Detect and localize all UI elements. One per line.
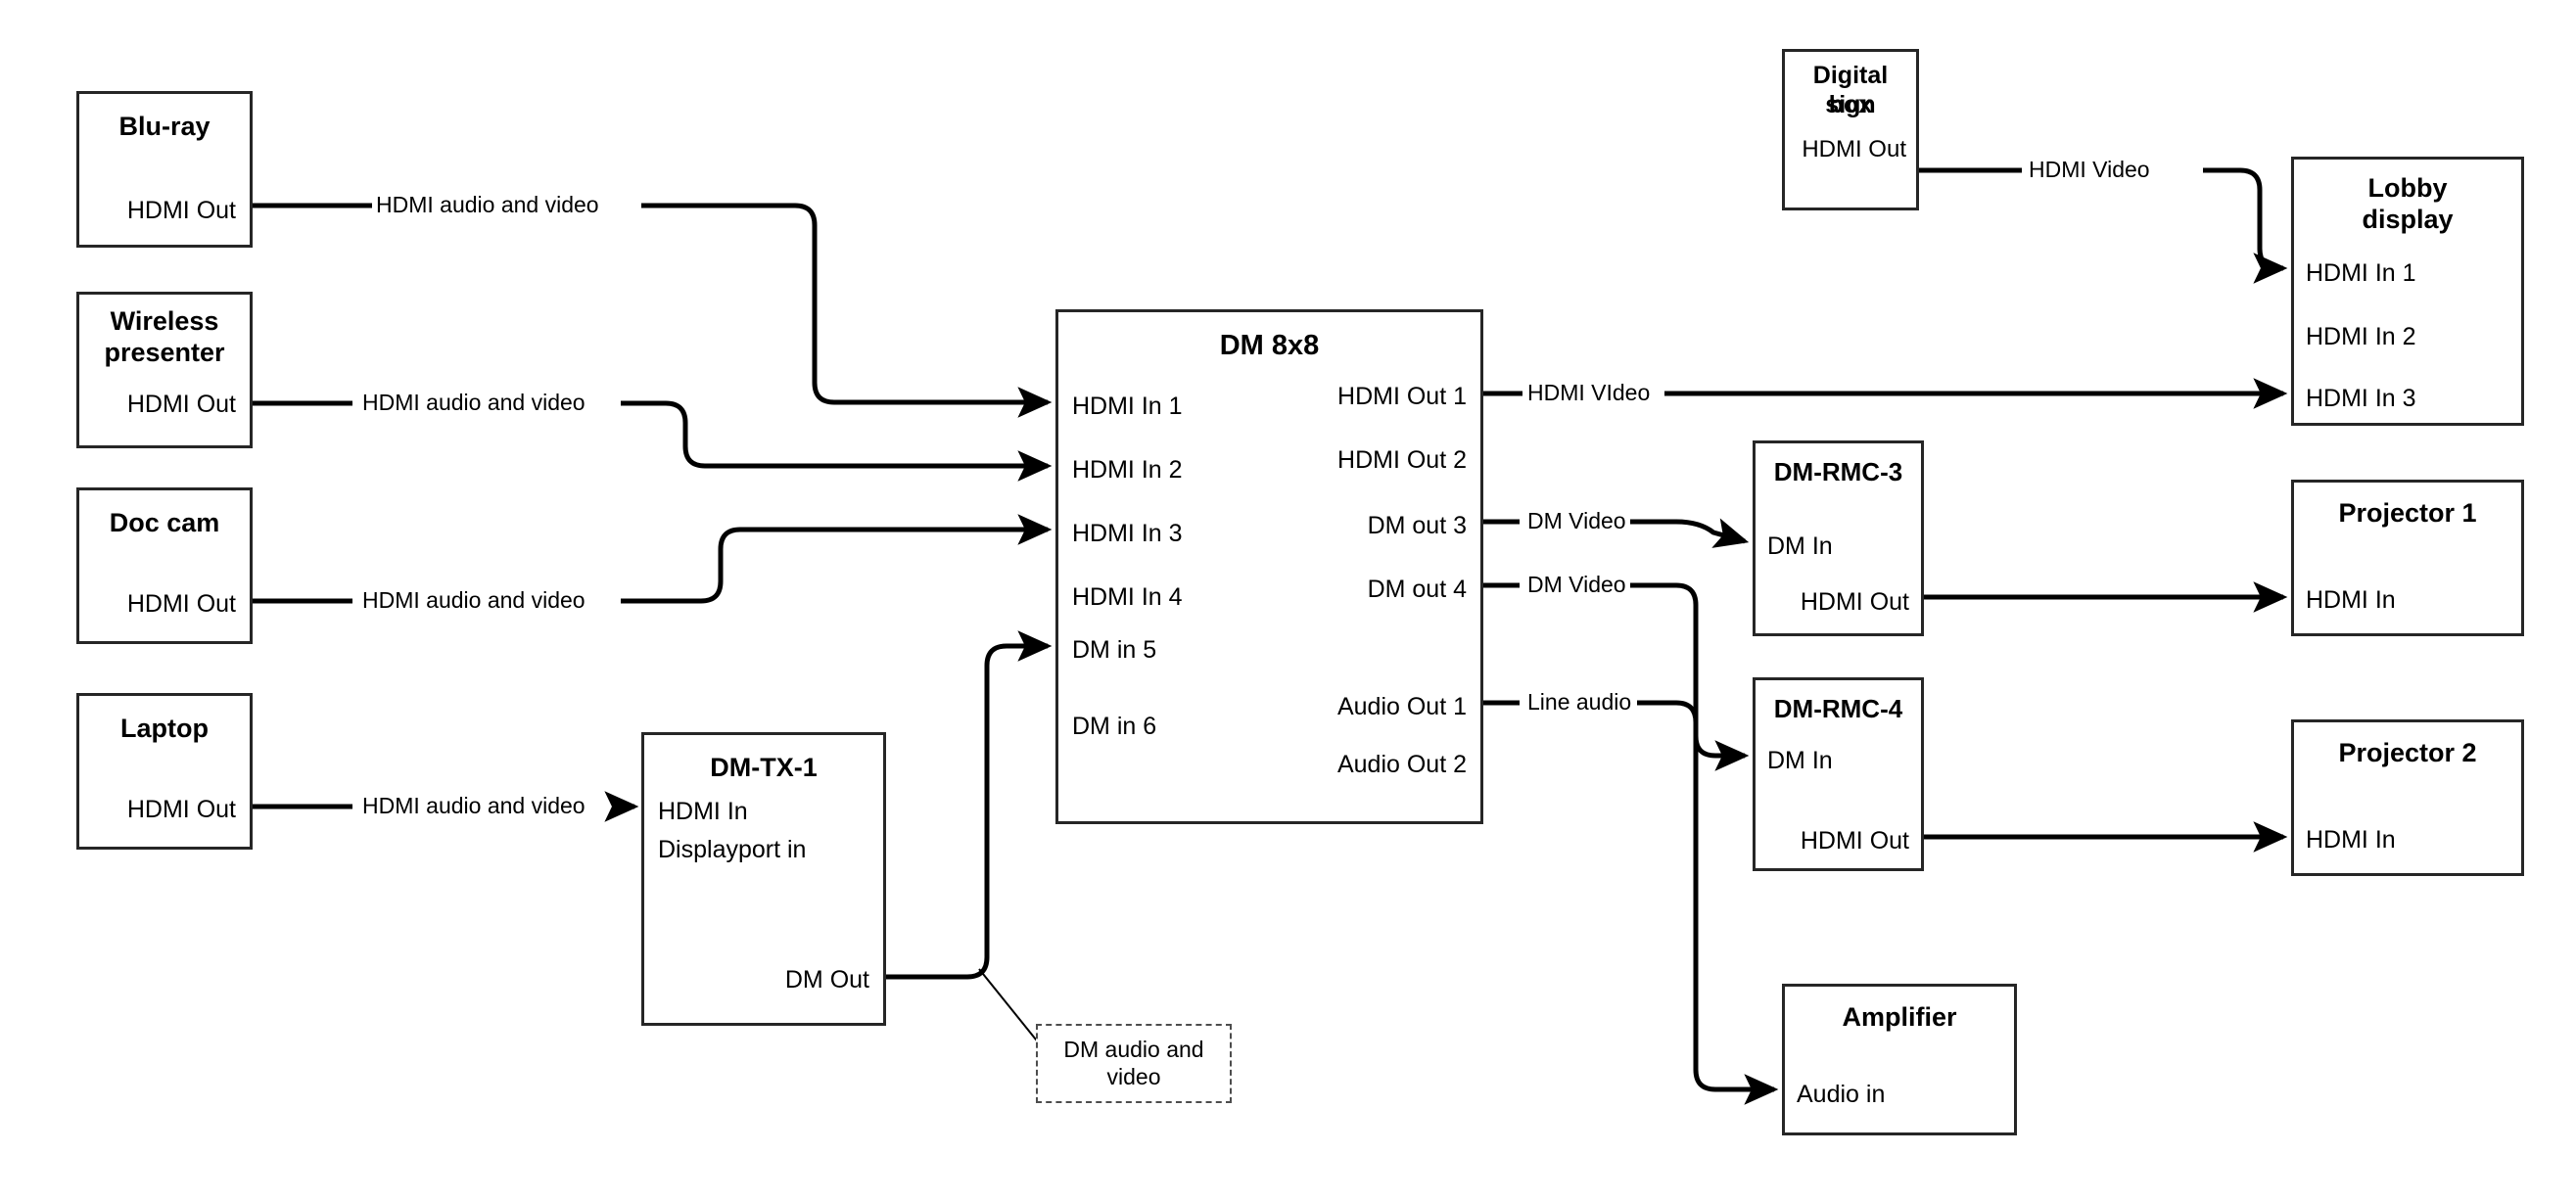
node-projector-1-port-hdmi-in: HDMI In <box>2306 586 2396 614</box>
wire-label-dm-out3-to-rmc3: DM Video <box>1523 510 1630 532</box>
node-bluray[interactable]: Blu-ray HDMI Out <box>76 91 253 248</box>
node-dm-rmc-3[interactable]: DM-RMC-3 DM In HDMI Out <box>1753 440 1924 636</box>
node-projector-1[interactable]: Projector 1 HDMI In <box>2291 480 2524 636</box>
node-digital-sign-box[interactable]: Digital sign box HDMI Out <box>1782 49 1919 210</box>
node-dm-8x8-output-audio-out-2: Audio Out 2 <box>1336 751 1467 778</box>
node-dm-8x8[interactable]: DM 8x8 HDMI In 1 HDMI In 2 HDMI In 3 HDM… <box>1055 309 1483 824</box>
wire-label-laptop-to-dmtx1: HDMI audio and video <box>358 795 589 817</box>
node-dm-tx-1-port-displayport-in: Displayport in <box>658 836 807 863</box>
node-digital-sign-box-port-hdmi-out: HDMI Out <box>1802 136 1906 162</box>
node-bluray-title: Blu-ray <box>118 112 211 141</box>
node-laptop-port-hdmi-out: HDMI Out <box>126 796 236 823</box>
node-dm-8x8-input-hdmi-in-1: HDMI In 1 <box>1072 393 1183 420</box>
node-laptop[interactable]: Laptop HDMI Out <box>76 693 253 850</box>
node-dm-tx-1[interactable]: DM-TX-1 HDMI In Displayport in DM Out <box>641 732 886 1026</box>
node-dm-8x8-output-hdmi-out-1: HDMI Out 1 <box>1337 383 1467 410</box>
node-laptop-title: Laptop <box>120 714 209 743</box>
node-lobby-display-port-hdmi-in-3: HDMI In 3 <box>2306 385 2416 412</box>
node-dm-rmc-3-title: DM-RMC-3 <box>1773 457 1903 486</box>
node-wireless-presenter-port-hdmi-out: HDMI Out <box>126 391 236 418</box>
wire-label-bluray-to-dm: HDMI audio and video <box>372 194 603 216</box>
node-doc-cam-title: Doc cam <box>109 508 220 537</box>
node-dm-8x8-input-hdmi-in-3: HDMI In 3 <box>1072 520 1183 547</box>
node-dm-8x8-output-dm-out-4: DM out 4 <box>1367 576 1467 603</box>
node-wireless-presenter[interactable]: Wireless presenter HDMI Out <box>76 292 253 448</box>
node-dm-tx-1-port-dm-out: DM Out <box>784 966 869 993</box>
wire-label-doccam-to-dm: HDMI audio and video <box>358 589 589 612</box>
wire-dm-out4-to-rmc4 <box>1483 582 1745 756</box>
node-projector-2-port-hdmi-in: HDMI In <box>2306 826 2396 854</box>
callout-dm-audio-and-video: DM audio and video <box>1036 1024 1232 1103</box>
node-dm-8x8-output-hdmi-out-2: HDMI Out 2 <box>1337 446 1467 474</box>
callout-text-line1: DM audio and <box>1063 1036 1204 1062</box>
node-projector-2[interactable]: Projector 2 HDMI In <box>2291 719 2524 876</box>
node-digital-sign-box-title-line1: Digital sign <box>1812 62 1889 118</box>
node-doc-cam-port-hdmi-out: HDMI Out <box>126 590 236 618</box>
wire-dm-audio-to-amplifier <box>1483 700 1774 1089</box>
node-lobby-display[interactable]: Lobby display HDMI In 1 HDMI In 2 HDMI I… <box>2291 157 2524 426</box>
wire-sign-to-lobby-in1 <box>1919 167 2283 268</box>
wire-dmtx1-to-dm-in5 <box>886 630 1053 980</box>
node-dm-8x8-input-dm-in-6: DM in 6 <box>1072 713 1157 740</box>
node-dm-rmc-4[interactable]: DM-RMC-4 DM In HDMI Out <box>1753 677 1924 871</box>
node-lobby-display-port-hdmi-in-2: HDMI In 2 <box>2306 323 2416 350</box>
callout-text-line2: video <box>1106 1063 1161 1089</box>
wire-label-dm-out1-to-lobby: HDMI VIdeo <box>1523 382 1655 404</box>
wire-label-sign-to-lobby: HDMI Video <box>2025 159 2154 181</box>
node-dm-8x8-input-dm-in-5: DM in 5 <box>1072 636 1157 664</box>
wire-label-dm-out4-to-rmc4: DM Video <box>1523 574 1630 596</box>
node-dm-8x8-output-audio-out-1: Audio Out 1 <box>1336 693 1467 720</box>
wire-label-wireless-to-dm: HDMI audio and video <box>358 392 589 414</box>
node-amplifier[interactable]: Amplifier Audio in <box>1782 984 2017 1135</box>
wire-label-dm-audio-to-amp: Line audio <box>1523 691 1636 714</box>
node-dm-8x8-output-dm-out-3: DM out 3 <box>1367 512 1467 539</box>
node-dm-rmc-4-port-dm-in: DM In <box>1767 747 1833 774</box>
node-projector-2-title: Projector 2 <box>2338 738 2477 767</box>
node-digital-sign-box-title-line2: box <box>1828 91 1873 118</box>
node-dm-rmc-3-port-dm-in: DM In <box>1767 532 1833 560</box>
callout-leader-line <box>978 968 1045 1050</box>
node-wireless-presenter-title-line1: Wireless <box>110 306 219 336</box>
node-wireless-presenter-title-line2: presenter <box>104 338 225 367</box>
node-amplifier-title: Amplifier <box>1842 1002 1957 1032</box>
node-dm-rmc-3-port-hdmi-out: HDMI Out <box>1800 588 1909 616</box>
node-lobby-display-title-line1: Lobby <box>2367 173 2448 203</box>
wire-bluray-to-dm-in1 <box>253 203 1048 402</box>
node-dm-tx-1-title: DM-TX-1 <box>710 753 818 782</box>
node-dm-8x8-input-hdmi-in-4: HDMI In 4 <box>1072 583 1183 611</box>
node-doc-cam[interactable]: Doc cam HDMI Out <box>76 487 253 644</box>
node-lobby-display-port-hdmi-in-1: HDMI In 1 <box>2306 259 2416 287</box>
node-lobby-display-title-line2: display <box>2362 205 2454 234</box>
node-amplifier-port-audio-in: Audio in <box>1797 1081 1886 1108</box>
node-bluray-port-hdmi-out: HDMI Out <box>126 197 236 224</box>
node-dm-tx-1-port-hdmi-in: HDMI In <box>658 798 748 825</box>
node-dm-rmc-4-port-hdmi-out: HDMI Out <box>1800 827 1909 855</box>
node-projector-1-title: Projector 1 <box>2338 498 2477 528</box>
node-dm-8x8-title: DM 8x8 <box>1219 330 1320 361</box>
node-dm-rmc-4-title: DM-RMC-4 <box>1773 694 1903 723</box>
node-dm-8x8-input-hdmi-in-2: HDMI In 2 <box>1072 456 1183 484</box>
